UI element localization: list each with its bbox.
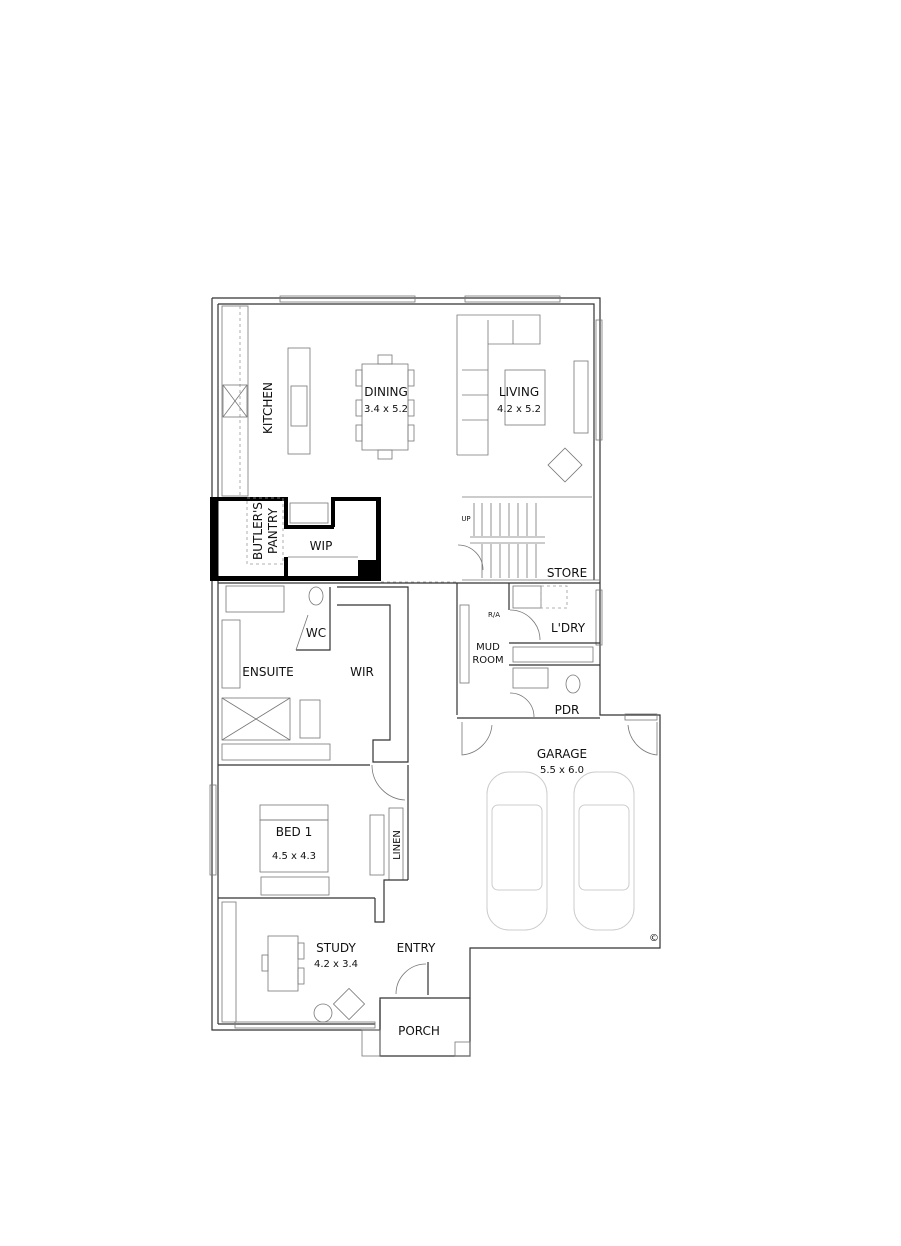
label-wc: WC bbox=[306, 626, 326, 640]
copyright-icon: © bbox=[649, 933, 659, 944]
window-dining bbox=[279, 295, 416, 303]
size-bed1: 4.5 x 4.3 bbox=[272, 851, 316, 862]
shower-icon bbox=[221, 697, 291, 741]
label-mud-room-1: MUD bbox=[476, 642, 500, 653]
garage bbox=[461, 713, 658, 931]
dining-table-icon bbox=[355, 354, 415, 460]
bed-icon bbox=[259, 819, 329, 873]
car-icon bbox=[573, 771, 635, 931]
interior-walls bbox=[218, 582, 600, 1023]
label-garage: GARAGE bbox=[537, 747, 587, 761]
cooktop-icon bbox=[222, 384, 248, 418]
size-living: 4.2 x 5.2 bbox=[497, 404, 541, 415]
armchair-icon bbox=[547, 447, 583, 483]
pantry-walls bbox=[210, 497, 381, 581]
kitchen-fixtures bbox=[221, 305, 311, 497]
label-laundry: L'DRY bbox=[551, 621, 586, 635]
label-ensuite: ENSUITE bbox=[242, 665, 293, 679]
size-garage: 5.5 x 6.0 bbox=[540, 765, 584, 776]
label-pdr: PDR bbox=[555, 703, 580, 717]
porch bbox=[361, 998, 471, 1057]
kitchen-island bbox=[287, 347, 311, 455]
label-wir: WIR bbox=[350, 665, 374, 679]
outer-walls bbox=[209, 295, 661, 1031]
sink-icon bbox=[290, 385, 308, 427]
coffee-table bbox=[504, 369, 546, 426]
label-porch: PORCH bbox=[398, 1024, 440, 1038]
toilet-icon bbox=[308, 586, 324, 606]
window-living bbox=[464, 295, 561, 303]
window-laundry bbox=[595, 589, 603, 646]
window-study bbox=[234, 1021, 376, 1029]
study-chair-icon bbox=[332, 987, 366, 1021]
label-mud-room-2: ROOM bbox=[472, 655, 503, 666]
vanity-icon bbox=[221, 619, 241, 689]
label-study: STUDY bbox=[316, 941, 356, 955]
bed1-door-swing bbox=[371, 764, 406, 801]
label-butlers-pantry-1: BUTLER'S bbox=[251, 502, 265, 560]
label-linen: LINEN bbox=[392, 830, 403, 860]
size-study: 4.2 x 3.4 bbox=[314, 959, 358, 970]
car-icon bbox=[486, 771, 548, 931]
bed-headboard bbox=[259, 804, 329, 821]
label-wip: WIP bbox=[310, 539, 333, 553]
label-butlers-pantry-2: PANTRY bbox=[266, 507, 280, 554]
label-store: STORE bbox=[547, 566, 587, 580]
bath-icon bbox=[225, 585, 285, 613]
label-kitchen: KITCHEN bbox=[261, 382, 275, 434]
sofa-icon bbox=[456, 314, 589, 483]
basin-icon bbox=[512, 667, 549, 689]
study-desk-icon bbox=[267, 935, 299, 992]
staircase[interactable] bbox=[381, 496, 600, 583]
label-stairs-up: UP bbox=[461, 515, 470, 523]
window-living-side bbox=[595, 319, 603, 441]
laundry-tub-icon bbox=[512, 585, 542, 609]
size-dining: 3.4 x 5.2 bbox=[364, 404, 408, 415]
label-return-air: R/A bbox=[488, 611, 500, 619]
label-dining: DINING bbox=[364, 385, 408, 399]
label-living: LIVING bbox=[499, 385, 539, 399]
pdr-toilet-icon bbox=[565, 674, 581, 694]
tv-unit bbox=[573, 360, 589, 434]
window-bed1 bbox=[209, 784, 217, 876]
store-door-swing bbox=[457, 544, 484, 571]
label-bed1: BED 1 bbox=[276, 825, 313, 839]
label-entry: ENTRY bbox=[397, 941, 436, 955]
entry-door-swing bbox=[395, 963, 427, 995]
